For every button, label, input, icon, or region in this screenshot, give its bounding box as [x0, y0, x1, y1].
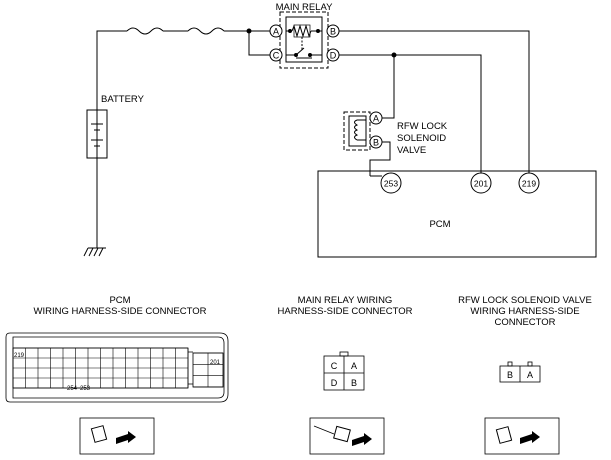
relay-pin-a-label: A [273, 27, 279, 37]
relay-conn-a: A [351, 361, 357, 371]
pcm-terminal-253-label: 253 [384, 179, 398, 189]
solenoid-connector-title-line2: WIRING HARNESS-SIDE [470, 306, 580, 317]
relay-connector-title-line2: HARNESS-SIDE CONNECTOR [277, 306, 413, 317]
relay-connector-title-line1: MAIN RELAY WIRING [297, 295, 393, 306]
pcm-terminal-219-label: 219 [522, 179, 536, 189]
pcm-terminal-219 [518, 172, 540, 194]
main-relay [279, 11, 329, 69]
pcm-box [317, 170, 597, 258]
relay-pin-c [269, 48, 283, 62]
relay-conn-d: D [331, 378, 338, 388]
solenoid-label-3: VALVE [397, 145, 426, 156]
solenoid-connector-title-line3: CONNECTOR [494, 317, 556, 328]
solenoid-pin-a-label: A [373, 114, 379, 124]
relay-pin-d-label: D [330, 51, 337, 61]
relay-pin-a [269, 24, 283, 38]
pcm-pin-254: 254 [67, 386, 78, 392]
battery-label: BATTERY [101, 94, 145, 105]
relay-pin-b-label: B [330, 27, 336, 37]
solenoid-connector-face [499, 361, 541, 383]
connector-view-icon [79, 417, 155, 455]
solenoid-conn-b: B [507, 370, 513, 380]
pcm-connector-title-line1: PCM [109, 295, 131, 306]
relay-pin-c-label: C [273, 51, 280, 61]
solenoid-conn-a: A [527, 370, 533, 380]
pcm-pin-219: 219 [14, 353, 25, 359]
main-relay-title: MAIN RELAY [276, 2, 334, 13]
solenoid-label-1: RFW LOCK [397, 121, 448, 132]
pcm-pin-201: 201 [210, 360, 221, 366]
pcm-pin-grid [12, 347, 223, 389]
pcm-pin-253: 253 [80, 386, 91, 392]
pcm-terminal-201 [470, 172, 492, 194]
solenoid-connector-title-line1: RFW LOCK SOLENOID VALVE [458, 295, 592, 306]
junction-dot [246, 28, 252, 34]
pcm-terminal-201-label: 201 [474, 179, 488, 189]
pcm-connector-title: PCM WIRING HARNESS-SIDE CONNECTOR [0, 295, 240, 317]
pcm-label: PCM [429, 219, 450, 230]
solenoid-pin-a [369, 111, 383, 125]
solenoid-pin-b [369, 135, 383, 149]
relay-conn-c: C [331, 361, 338, 371]
relay-connector-title: MAIN RELAY WIRING HARNESS-SIDE CONNECTOR [250, 295, 440, 317]
connector-view-icon [309, 417, 385, 455]
solenoid-connector-title: RFW LOCK SOLENOID VALVE WIRING HARNESS-S… [440, 295, 610, 328]
relay-connector-face [323, 351, 365, 391]
relay-output-wires [339, 30, 530, 176]
solenoid-label-2: SOLENOID [397, 133, 446, 144]
relay-conn-b: B [351, 378, 357, 388]
battery-symbol [86, 109, 108, 248]
pcm-terminal-253 [380, 172, 402, 194]
pcm-connector-title-line2: WIRING HARNESS-SIDE CONNECTOR [33, 306, 207, 317]
connector-view-icon [484, 417, 560, 455]
pcm-connector-face [5, 332, 229, 403]
rfw-lock-solenoid [343, 111, 371, 151]
solenoid-pin-b-label: B [373, 138, 379, 148]
ground-symbol [83, 247, 106, 257]
